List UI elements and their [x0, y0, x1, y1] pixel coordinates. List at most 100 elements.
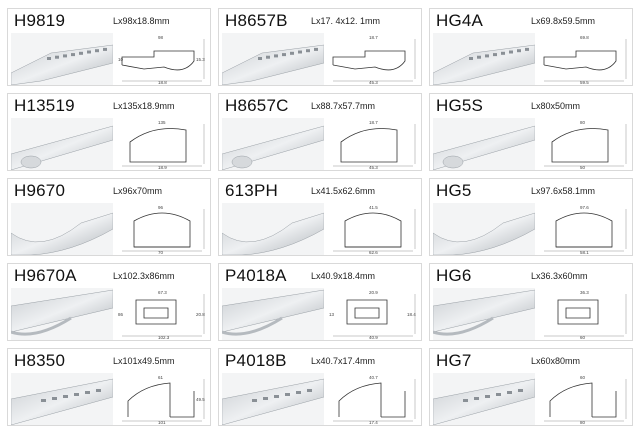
dimension-label: 18.7	[369, 35, 378, 40]
profile-drawing: 96 70	[114, 201, 210, 255]
dimension-label: 102.3	[158, 335, 170, 340]
profile-code: HG5S	[436, 96, 484, 115]
profile-code: H9670A	[14, 266, 77, 285]
dimension-label: 67.3	[158, 290, 167, 295]
profile-drawing: 36.360	[536, 286, 632, 340]
profile-card: HG5S Lx80x50mm 80 50	[429, 93, 633, 171]
profile-dimensions: Lx88.7x57.7mm	[311, 101, 376, 111]
dimension-label: 18.4	[407, 312, 416, 317]
profile-code: H8657C	[225, 96, 289, 115]
profile-photo	[11, 373, 113, 425]
profile-drawing: 69.8 59.5	[536, 31, 632, 85]
dimension-label: 59.5	[580, 80, 589, 85]
profile-photo	[11, 203, 113, 255]
profile-dimensions: Lx17. 4x12. 1mm	[311, 16, 381, 26]
profile-photo	[222, 288, 324, 340]
dimension-label: 60	[580, 335, 586, 340]
profile-photo	[222, 33, 324, 85]
profile-photo	[11, 288, 113, 340]
profile-code: 613PH	[225, 181, 278, 200]
profile-photo	[433, 373, 535, 425]
dimension-label: 45.3	[369, 80, 378, 85]
profile-drawing: 61 101 49.5	[114, 371, 210, 425]
dimension-label: 41.5	[369, 205, 378, 210]
profile-photo	[433, 288, 535, 340]
dimension-label: 70	[158, 250, 164, 255]
profile-card: H8657C Lx88.7x57.7mm 18.7 45.3	[218, 93, 422, 171]
dimension-label: 15.3	[196, 57, 205, 62]
profile-code: H9819	[14, 11, 66, 30]
profile-card: HG5 Lx97.6x58.1mm 97.6 58.1	[429, 178, 633, 256]
profile-dimensions: Lx36.3x60mm	[531, 271, 588, 281]
dimension-label: 135	[158, 120, 166, 125]
dimension-label: 60	[580, 375, 586, 380]
profile-card: HG4A Lx69.8x59.5mm 69.8 59.5	[429, 8, 633, 86]
profile-photo	[433, 203, 535, 255]
profile-code: HG5	[436, 181, 472, 200]
profile-photo	[222, 118, 324, 170]
dimension-label: 86	[118, 312, 124, 317]
dimension-label: 18.7	[369, 120, 378, 125]
dimension-label: 58.1	[580, 250, 589, 255]
dimension-label: 101	[158, 420, 166, 425]
profile-dimensions: Lx101x49.5mm	[113, 356, 175, 366]
profile-dimensions: Lx135x18.9mm	[113, 101, 175, 111]
dimension-label: 61	[158, 375, 164, 380]
dimension-label: 10	[118, 57, 124, 62]
profile-code: HG7	[436, 351, 472, 370]
dimension-label: 98	[158, 35, 164, 40]
profile-dimensions: Lx40.7x17.4mm	[311, 356, 376, 366]
profile-dimensions: Lx41.5x62.6mm	[311, 186, 376, 196]
profile-dimensions: Lx40.9x18.4mm	[311, 271, 376, 281]
profile-drawing: 98 18.8 15.3 10	[114, 31, 210, 85]
profile-dimensions: Lx97.6x58.1mm	[531, 186, 596, 196]
profile-card: H9670A Lx102.3x86mm 67.3 102.3 20.8 86	[7, 263, 211, 341]
profile-code: H9670	[14, 181, 66, 200]
dimension-label: 20.8	[196, 312, 205, 317]
profile-drawing: 20.940.918.413	[325, 286, 421, 340]
dimension-label: 45.3	[369, 165, 378, 170]
profile-photo	[11, 33, 113, 85]
profile-dimensions: Lx60x80mm	[531, 356, 581, 366]
dimension-label: 97.6	[580, 205, 589, 210]
profile-drawing: 40.717.4	[325, 371, 421, 425]
profile-drawing: 80 50	[536, 116, 632, 170]
dimension-label: 49.5	[196, 397, 205, 402]
profile-drawing: 67.3 102.3 20.8 86	[114, 286, 210, 340]
profile-dimensions: Lx69.8x59.5mm	[531, 16, 596, 26]
profile-photo	[222, 203, 324, 255]
profile-code: H13519	[14, 96, 75, 115]
profile-dimensions: Lx102.3x86mm	[113, 271, 175, 281]
profile-drawing: 18.7 45.3	[325, 116, 421, 170]
profile-dimensions: Lx80x50mm	[531, 101, 581, 111]
profile-dimensions: Lx96x70mm	[113, 186, 163, 196]
profile-photo	[222, 373, 324, 425]
profile-photo	[11, 118, 113, 170]
dimension-label: 18.8	[158, 80, 167, 85]
profile-code: P4018A	[225, 266, 287, 285]
dimension-label: 50	[580, 165, 586, 170]
profile-code: H8350	[14, 351, 66, 370]
profile-code: HG4A	[436, 11, 484, 30]
dimension-label: 69.8	[580, 35, 589, 40]
dimension-label: 13	[329, 312, 335, 317]
profile-code: HG6	[436, 266, 472, 285]
dimension-label: 96	[158, 205, 164, 210]
profile-card: H9670 Lx96x70mm 96 70	[7, 178, 211, 256]
profile-card: HG7 Lx60x80mm 60 80	[429, 348, 633, 426]
dimension-label: 80	[580, 120, 586, 125]
dimension-label: 80	[580, 420, 586, 425]
dimension-label: 40.9	[369, 335, 378, 340]
profile-photo	[433, 33, 535, 85]
profile-drawing: 97.6 58.1	[536, 201, 632, 255]
profile-photo	[433, 118, 535, 170]
profile-code: P4018B	[225, 351, 287, 370]
